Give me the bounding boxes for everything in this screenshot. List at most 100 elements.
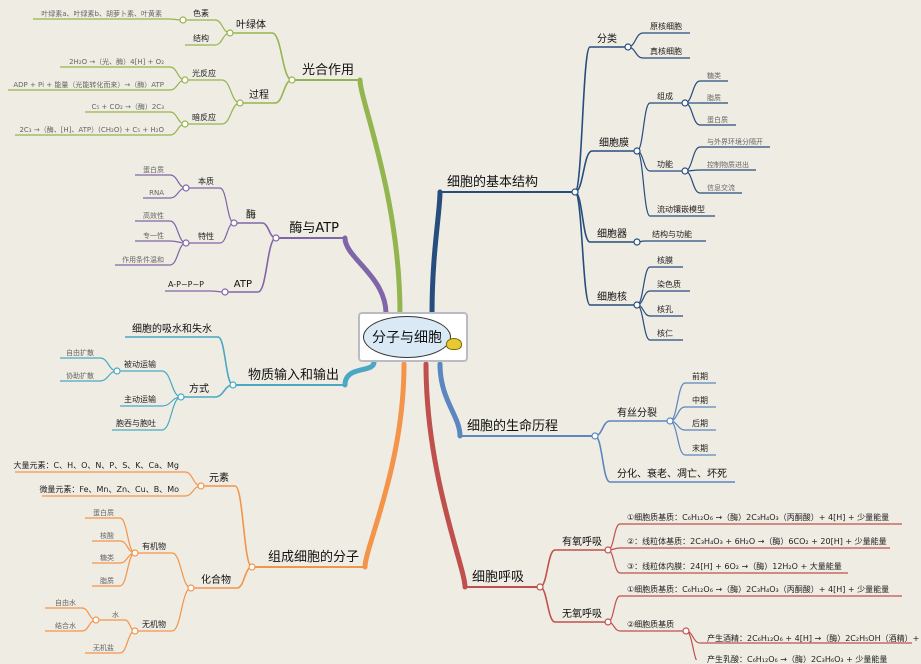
subtopic-node[interactable]: 细胞核: [597, 292, 627, 303]
leaf-node[interactable]: 信息交流: [707, 183, 735, 192]
main-topic[interactable]: 细胞呼吸: [472, 570, 525, 586]
main-topic[interactable]: 物质输入和输出: [247, 368, 339, 384]
leaf-node[interactable]: 自由扩散: [66, 348, 94, 357]
leaf-node[interactable]: 胞吞与胞吐: [116, 419, 156, 429]
leaf-node[interactable]: 后期: [692, 419, 708, 429]
main-topic[interactable]: 组成细胞的分子: [267, 550, 359, 566]
collapse-toggle[interactable]: [92, 616, 100, 624]
collapse-toggle[interactable]: [181, 76, 189, 84]
collapse-toggle[interactable]: [633, 147, 641, 155]
leaf-node[interactable]: 协助扩散: [66, 371, 94, 380]
collapse-toggle[interactable]: [288, 76, 296, 84]
leaf-node[interactable]: ③：线粒体内膜：24[H] + 6O₂ →（酶）12H₂O + 大量能量: [627, 562, 842, 572]
leaf-node[interactable]: 糖类: [100, 553, 114, 562]
leaf-node[interactable]: 原核细胞: [650, 22, 682, 32]
collapse-toggle[interactable]: [230, 219, 238, 227]
subtopic-node[interactable]: 方式: [189, 384, 209, 395]
leaf-node[interactable]: C₅ + CO₂ →（酶）2C₃: [91, 102, 164, 111]
subtopic-node[interactable]: 细胞膜: [599, 138, 629, 149]
leaf-node[interactable]: 结合水: [55, 621, 76, 630]
subtopic-node[interactable]: 化合物: [201, 575, 231, 586]
leaf-node[interactable]: 高效性: [143, 211, 164, 220]
subtopic-node[interactable]: 有氧呼吸: [562, 537, 602, 548]
leaf-node[interactable]: 真核细胞: [650, 47, 682, 57]
leaf-node[interactable]: 结构: [193, 34, 209, 44]
leaf-node[interactable]: 2C₃ →（酶、[H]、ATP）(CH₂O) + C₅ + H₂O: [19, 125, 164, 134]
subtopic-node[interactable]: 元素: [209, 473, 229, 484]
leaf-node[interactable]: 2H₂O →（光、酶）4[H] + O₂: [69, 57, 164, 66]
main-topic[interactable]: 细胞的基本结构: [447, 175, 539, 191]
leaf-node[interactable]: 自由水: [55, 598, 76, 607]
subtopic-node[interactable]: 无机物: [142, 620, 166, 630]
leaf-node[interactable]: 染色质: [657, 280, 681, 290]
leaf-node[interactable]: 脂质: [707, 93, 721, 102]
leaf-node[interactable]: 核酸: [100, 531, 114, 540]
collapse-toggle[interactable]: [633, 301, 641, 309]
leaf-node[interactable]: 控制物质进出: [707, 160, 749, 169]
collapse-toggle[interactable]: [624, 43, 632, 51]
collapse-toggle[interactable]: [197, 482, 205, 490]
leaf-node[interactable]: 末期: [692, 444, 708, 454]
subtopic-node[interactable]: 酶: [246, 210, 256, 221]
leaf-node[interactable]: 蛋白质: [143, 165, 164, 174]
collapse-toggle[interactable]: [113, 367, 121, 375]
collapse-toggle[interactable]: [182, 239, 190, 247]
collapse-toggle[interactable]: [681, 99, 689, 107]
leaf-node[interactable]: 产生乳酸：C₆H₁₂O₆ →（酶）2C₃H₆O₃ + 少量能量: [707, 654, 888, 664]
subtopic-node[interactable]: 组成: [657, 92, 673, 102]
collapse-toggle[interactable]: [604, 546, 612, 554]
leaf-node[interactable]: 专一性: [143, 231, 164, 240]
leaf-node[interactable]: 主动运输: [124, 395, 156, 405]
subtopic-node[interactable]: 水: [112, 610, 119, 619]
leaf-node[interactable]: 前期: [692, 372, 708, 382]
central-topic[interactable]: 分子与细胞: [358, 312, 468, 362]
collapse-toggle[interactable]: [248, 563, 256, 571]
leaf-node[interactable]: 微量元素：Fe、Mn、Zn、Cu、B、Mo: [39, 485, 179, 495]
subtopic-node[interactable]: 无氧呼吸: [562, 609, 602, 620]
subtopic-node[interactable]: 有丝分裂: [617, 408, 657, 419]
subtopic-node[interactable]: 分类: [597, 34, 617, 45]
subtopic-node[interactable]: 叶绿体: [236, 20, 266, 31]
subtopic-node[interactable]: 色素: [193, 9, 209, 19]
leaf-node[interactable]: 产生酒精：2C₆H₁₂O₆ + 4[H] →（酶）2C₂H₅OH（酒精）+ 2C…: [707, 633, 921, 643]
collapse-toggle[interactable]: [536, 583, 544, 591]
collapse-toggle[interactable]: [226, 29, 234, 37]
leaf-node[interactable]: ①细胞质基质：C₆H₁₂O₆ →（酶）2C₃H₄O₃（丙酮酸）+ 4[H] + …: [627, 513, 890, 523]
subtopic-node[interactable]: 有机物: [142, 542, 166, 552]
leaf-node[interactable]: A-P~P~P: [167, 280, 204, 290]
main-topic[interactable]: 光合作用: [301, 63, 354, 79]
collapse-toggle[interactable]: [633, 238, 641, 246]
subtopic-node[interactable]: 本质: [198, 177, 214, 187]
collapse-toggle[interactable]: [221, 288, 229, 296]
collapse-toggle[interactable]: [604, 618, 612, 626]
subtopic-node[interactable]: 功能: [657, 160, 673, 170]
collapse-toggle[interactable]: [666, 417, 674, 425]
subtopic-node[interactable]: ②细胞质基质: [627, 620, 675, 630]
leaf-node[interactable]: 蛋白质: [707, 115, 728, 124]
collapse-toggle[interactable]: [179, 16, 187, 24]
leaf-node[interactable]: ②：线粒体基质：2C₃H₄O₃ + 6H₂O →（酶）6CO₂ + 20[H] …: [627, 537, 887, 547]
main-topic[interactable]: 酶与ATP: [289, 221, 339, 237]
leaf-node[interactable]: 大量元素：C、H、O、N、P、S、K、Ca、Mg: [13, 461, 180, 471]
leaf-node[interactable]: 脂质: [100, 576, 114, 585]
leaf-node[interactable]: 蛋白质: [93, 508, 114, 517]
collapse-toggle[interactable]: [131, 549, 139, 557]
collapse-toggle[interactable]: [131, 627, 139, 635]
leaf-node[interactable]: RNA: [149, 188, 164, 197]
collapse-toggle[interactable]: [182, 184, 190, 192]
leaf-node[interactable]: 结构与功能: [652, 230, 692, 240]
leaf-node[interactable]: 分化、衰老、凋亡、坏死: [617, 469, 727, 480]
leaf-node[interactable]: 细胞的吸水和失水: [132, 324, 212, 335]
leaf-node[interactable]: 与外界环境分隔开: [707, 137, 763, 146]
subtopic-node[interactable]: 光反应: [192, 69, 216, 79]
subtopic-node[interactable]: 暗反应: [192, 113, 216, 123]
leaf-node[interactable]: 核膜: [657, 256, 673, 266]
main-topic[interactable]: 细胞的生命历程: [467, 419, 559, 435]
leaf-node[interactable]: ADP + Pi + 能量（光能转化而来）→（酶）ATP: [13, 80, 164, 89]
collapse-toggle[interactable]: [229, 381, 237, 389]
subtopic-node[interactable]: 特性: [198, 232, 214, 242]
collapse-toggle[interactable]: [177, 393, 185, 401]
subtopic-node[interactable]: 被动运输: [124, 360, 156, 370]
leaf-node[interactable]: 核孔: [657, 305, 673, 315]
leaf-node[interactable]: ①细胞质基质：C₆H₁₂O₆ →（酶）2C₃H₄O₃（丙酮酸）+ 4[H] + …: [627, 585, 890, 595]
